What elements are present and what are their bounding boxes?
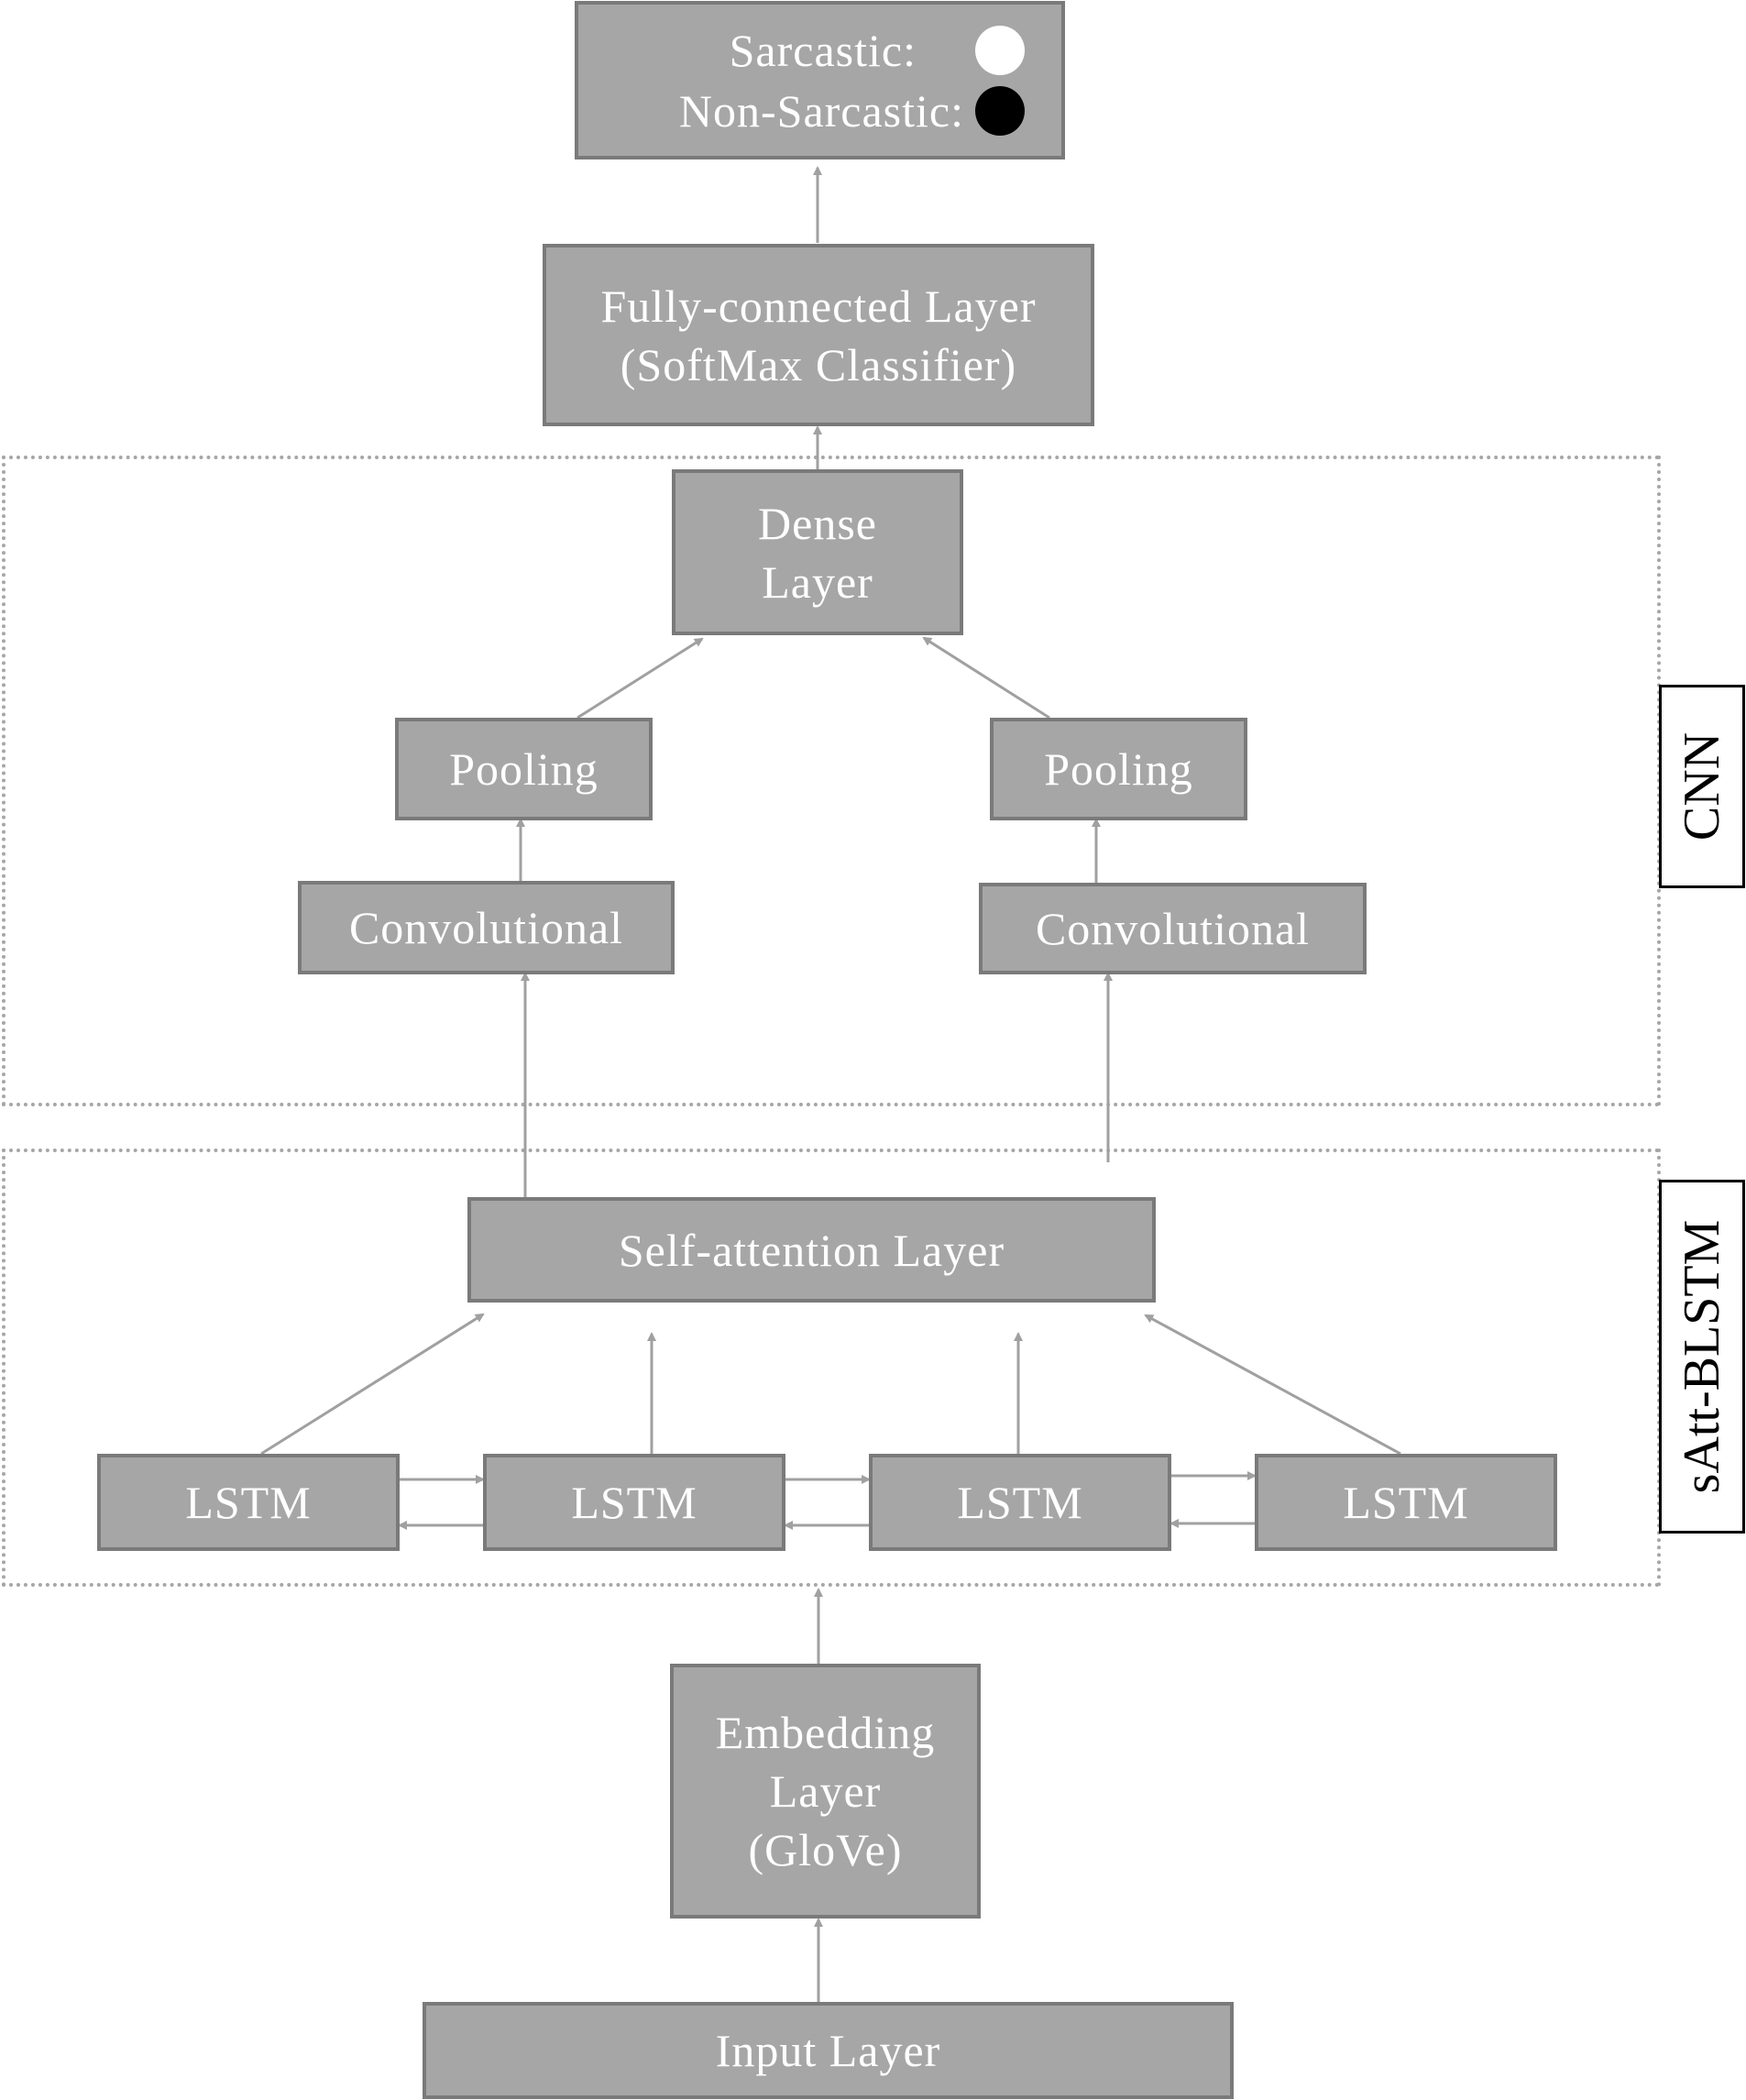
- cnn-group-label: CNN: [1659, 685, 1745, 888]
- conv-left-label: Convolutional: [348, 902, 624, 953]
- sarcastic-dot-icon: [975, 25, 1025, 75]
- lstm-cell-3: LSTM: [869, 1454, 1171, 1551]
- embedding-line3: (GloVe): [748, 1824, 903, 1875]
- dense-layer: Dense Layer: [672, 469, 963, 635]
- pooling-right: Pooling: [990, 718, 1247, 820]
- lstm-2-label: LSTM: [571, 1477, 697, 1528]
- convolutional-right: Convolutional: [979, 883, 1367, 974]
- self-attention-layer: Self-attention Layer: [467, 1197, 1156, 1303]
- arrow-pooling-right-to-dense: [922, 636, 1050, 720]
- arrow-lstm4-to-attention: [1144, 1314, 1401, 1456]
- fully-connected-line2: (SoftMax Classifier): [620, 338, 1017, 390]
- sarcastic-label: Sarcastic:: [729, 24, 917, 76]
- lstm-cell-1: LSTM: [97, 1454, 400, 1551]
- non-sarcastic-label: Non-Sarcastic:: [678, 84, 964, 137]
- embedding-line2: Layer: [769, 1765, 882, 1817]
- lstm-1-label: LSTM: [185, 1477, 312, 1528]
- dense-line2: Layer: [762, 555, 873, 608]
- embedding-layer: Embedding Layer (GloVe): [670, 1664, 981, 1919]
- conv-right-label: Convolutional: [1035, 903, 1311, 954]
- self-attention-label: Self-attention Layer: [618, 1224, 1005, 1276]
- input-label: Input Layer: [715, 2025, 941, 2076]
- dense-line1: Dense: [758, 497, 877, 549]
- output-box: Sarcastic: Non-Sarcastic:: [575, 1, 1065, 159]
- arrow-pooling-left-to-dense: [577, 637, 704, 720]
- fully-connected-line1: Fully-connected Layer: [600, 280, 1037, 332]
- lstm-4-label: LSTM: [1343, 1477, 1469, 1528]
- arrow-lstm1-to-attention: [260, 1313, 485, 1456]
- embedding-line1: Embedding: [715, 1707, 936, 1758]
- fully-connected-layer: Fully-connected Layer (SoftMax Classifie…: [543, 244, 1094, 426]
- pooling-left: Pooling: [395, 718, 653, 820]
- convolutional-left: Convolutional: [298, 881, 675, 974]
- lstm-cell-4: LSTM: [1255, 1454, 1557, 1551]
- lstm-3-label: LSTM: [957, 1477, 1083, 1528]
- pooling-right-label: Pooling: [1044, 743, 1193, 795]
- pooling-left-label: Pooling: [449, 743, 598, 795]
- non-sarcastic-dot-icon: [975, 85, 1025, 136]
- satt-blstm-group-label: sAtt-BLSTM: [1659, 1180, 1745, 1534]
- output-row-sarcastic: Sarcastic:: [578, 21, 1061, 80]
- output-row-non-sarcastic: Non-Sarcastic:: [578, 82, 1061, 140]
- lstm-cell-2: LSTM: [483, 1454, 785, 1551]
- input-layer: Input Layer: [423, 2002, 1234, 2099]
